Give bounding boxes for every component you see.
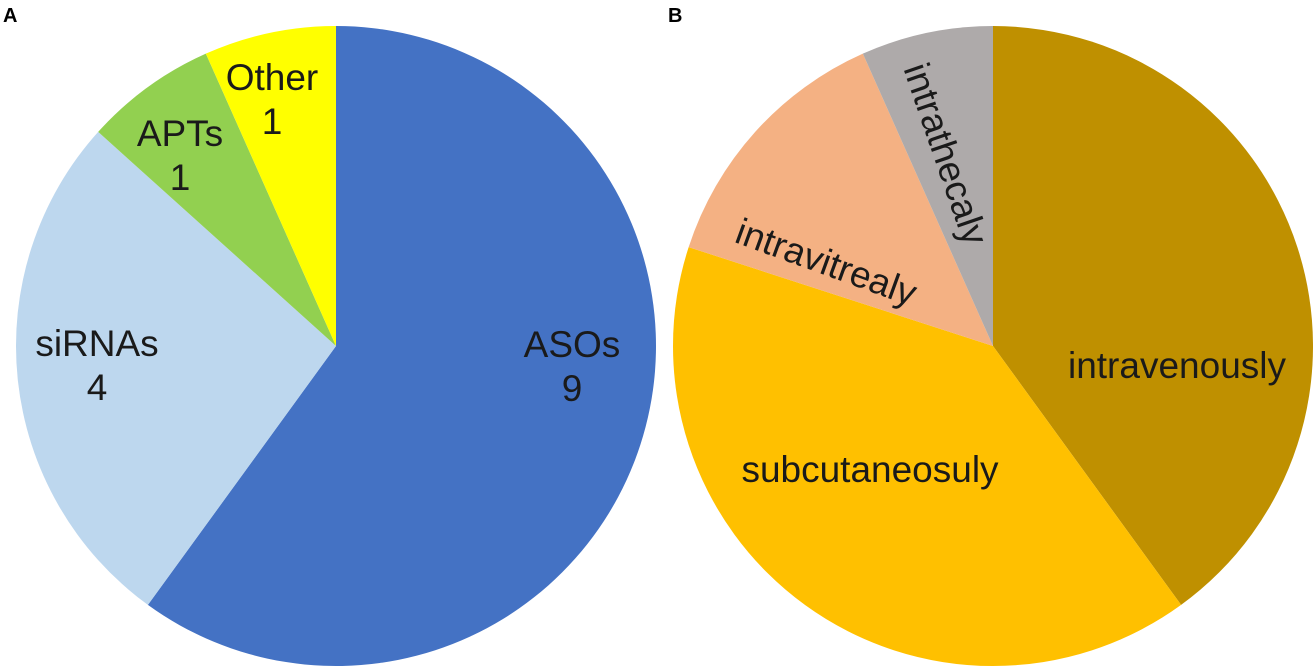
pie-slice-intravenously <box>993 26 1313 605</box>
panel-label-a: A <box>3 5 17 27</box>
slice-value: 1 <box>170 157 191 198</box>
slice-name: Other <box>226 57 319 98</box>
pie-slice-intravitrealy <box>688 53 993 347</box>
slice-name: intravenously <box>1068 345 1287 386</box>
slice-name: subcutaneosuly <box>741 449 999 490</box>
slice-name: siRNAs <box>35 323 158 364</box>
pie-slice-intrathecaly <box>862 26 993 346</box>
pie-slice-sirnas <box>15 131 336 605</box>
slice-label-subcutaneosuly: subcutaneosuly <box>741 449 999 490</box>
slice-value: 4 <box>87 367 108 408</box>
pie-slice-apts <box>98 53 336 347</box>
pie-slice-subcutaneosuly <box>672 247 1182 667</box>
slice-value: 9 <box>562 368 583 409</box>
panel-label-b: B <box>668 5 682 27</box>
slice-name: ASOs <box>524 324 621 365</box>
slice-name: APTs <box>137 113 223 154</box>
pie-slice-other <box>205 26 336 346</box>
slice-label-intravenously: intravenously <box>1068 345 1287 386</box>
pie-chart-b: intravenouslysubcutaneosulyintravitrealy… <box>672 26 1313 667</box>
pie-slice-asos <box>147 26 656 666</box>
slice-value: 1 <box>262 101 283 142</box>
